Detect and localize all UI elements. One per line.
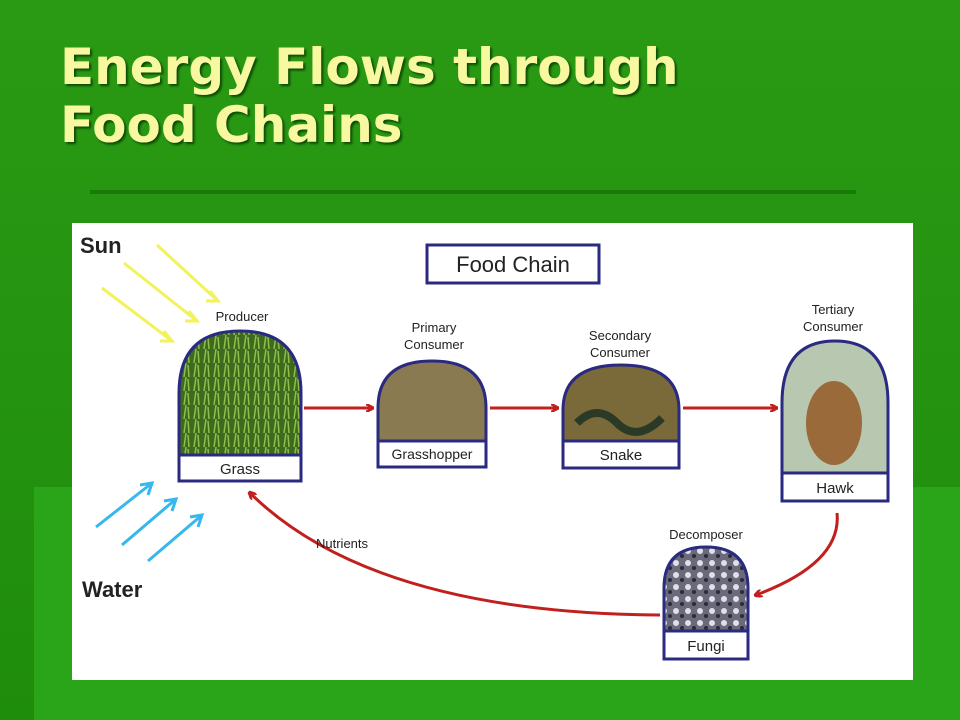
arrow-hawk-to-fungi <box>756 512 839 595</box>
snake-name-box <box>561 439 681 470</box>
grass-name: Grass <box>220 461 260 478</box>
grasshopper-name: Grasshopper <box>392 446 473 462</box>
hawk-role-label-1: Tertiary <box>812 302 855 317</box>
grass-image <box>177 329 303 457</box>
snake-image <box>561 363 681 443</box>
grass-name-box <box>177 453 303 483</box>
hawk-name-box <box>780 471 890 503</box>
heading-box <box>425 243 601 285</box>
grass-role-label: Producer <box>216 309 269 324</box>
diagram-heading: Food Chain <box>456 252 570 277</box>
title-line-2: Food Chains <box>60 96 403 154</box>
fungi-image <box>662 545 750 633</box>
arrow-fungi-to-grass <box>250 493 661 617</box>
nutrients-label: Nutrients <box>316 536 369 551</box>
food-chain-diagram: Sun Water Food Chain Producer Grass Prim… <box>80 233 890 661</box>
grasshopper-image <box>376 359 488 443</box>
snake-role-label-2: Consumer <box>590 345 651 360</box>
grasshopper-name-box <box>376 439 488 469</box>
hawk-name: Hawk <box>816 480 854 497</box>
fungi-name: Fungi <box>687 638 725 655</box>
water-label: Water <box>82 577 143 602</box>
grasshopper-role-label-2: Consumer <box>404 337 465 352</box>
hawk-icon <box>806 381 862 465</box>
snake-name: Snake <box>600 447 643 464</box>
grasshopper-role-label-1: Primary <box>412 320 457 335</box>
snake-icon <box>574 409 665 436</box>
slide-divider-line <box>90 190 856 194</box>
water-rays-icon <box>95 481 205 563</box>
diagram-panel: Sun Water Food Chain Producer Grass Prim… <box>72 223 913 680</box>
snake-role-label-1: Secondary <box>589 328 652 343</box>
fungi-name-box <box>662 629 750 661</box>
fungi-role-label: Decomposer <box>669 527 743 542</box>
hawk-role-label-2: Consumer <box>803 319 864 334</box>
slide-title: Energy Flows through Food Chains <box>60 38 920 154</box>
title-line-1: Energy Flows through <box>60 38 679 96</box>
sun-label: Sun <box>80 233 122 258</box>
sun-rays-icon <box>101 243 222 343</box>
